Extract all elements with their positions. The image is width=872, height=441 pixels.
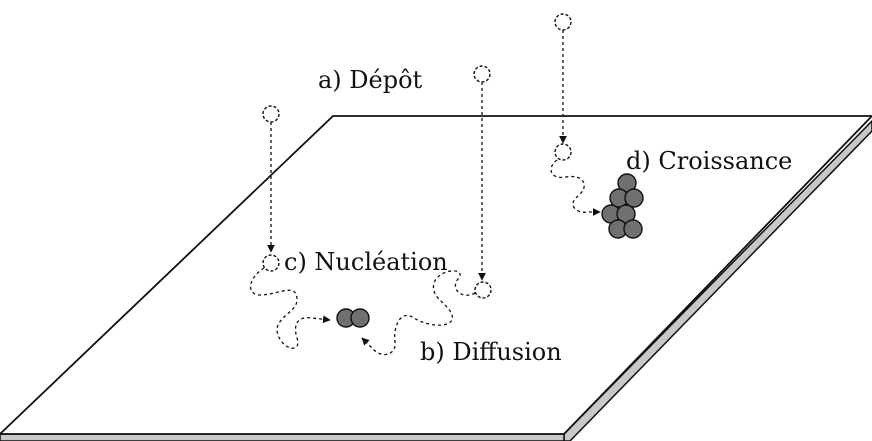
diffusion-paths [249, 159, 601, 356]
diffusion-path-right [361, 270, 476, 356]
cluster-atom [350, 308, 370, 328]
label-depot: a) Dépôt [318, 66, 423, 94]
label-croissance: d) Croissance [626, 147, 792, 175]
label-nucleation: c) Nucléation [284, 248, 448, 276]
diffusion-path-top [550, 159, 601, 216]
adatom [474, 281, 492, 299]
substrate-bottom [0, 433, 565, 441]
substrate [0, 115, 872, 441]
incoming-atom [554, 13, 572, 31]
diffusion-path-left [249, 267, 331, 349]
cluster-atom [624, 188, 644, 208]
incoming-atom [262, 105, 280, 123]
substrate-top [0, 115, 872, 435]
label-diffusion: b) Diffusion [420, 338, 562, 366]
growth-cluster [601, 173, 644, 239]
nucleus [336, 308, 370, 328]
adatoms [262, 143, 572, 299]
adatom [262, 254, 280, 272]
incoming-atom [473, 65, 491, 83]
cluster-atom [623, 219, 643, 239]
adatom [554, 143, 572, 161]
deposition-paths [262, 13, 572, 281]
